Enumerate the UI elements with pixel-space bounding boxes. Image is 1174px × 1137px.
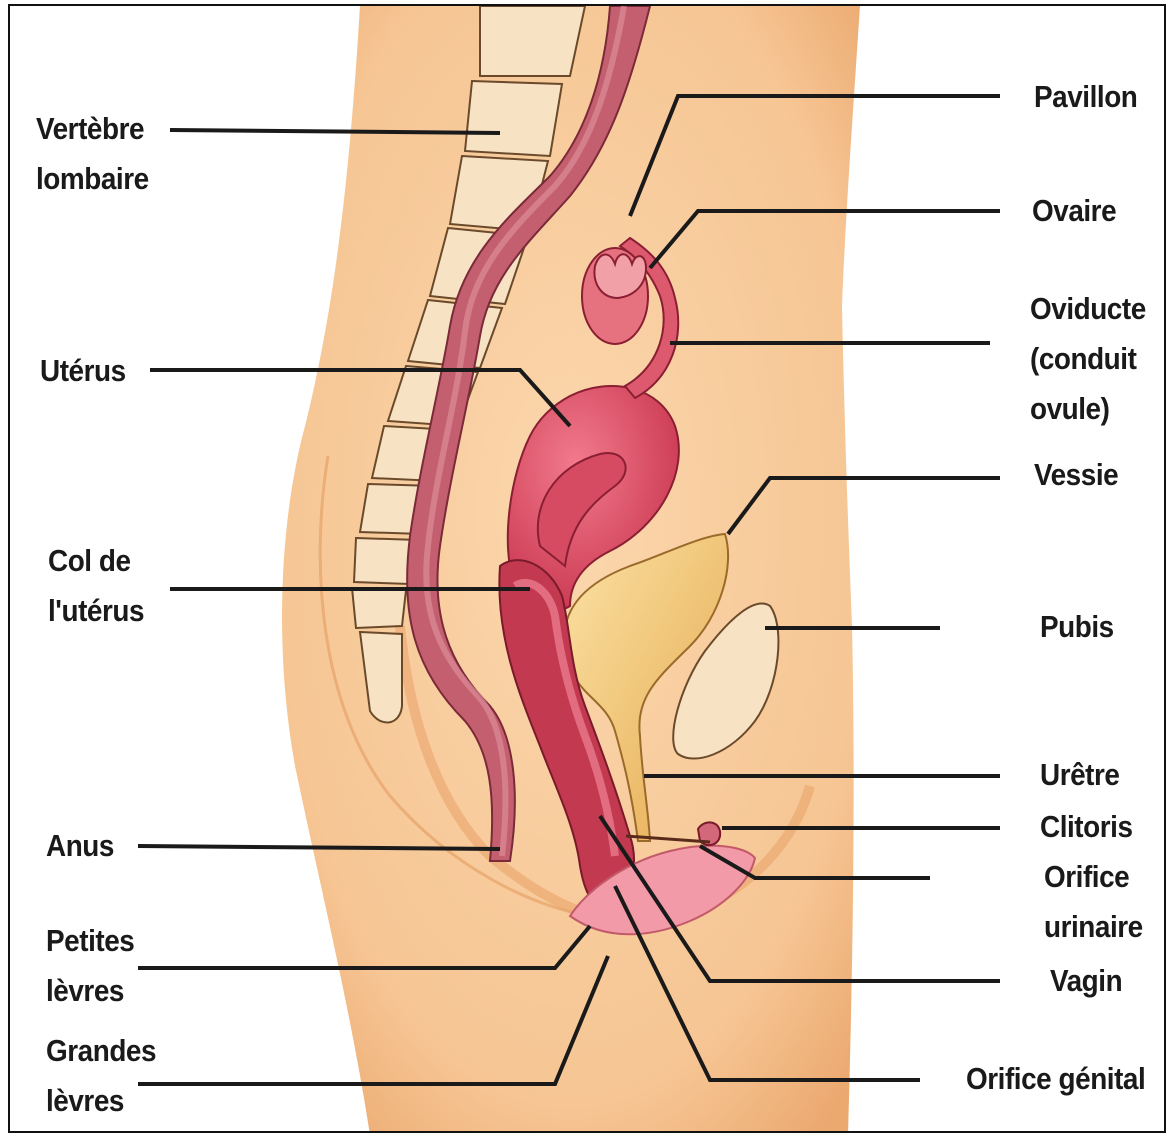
label-uterus: Utérus [40, 346, 126, 396]
anatomy-illustration [10, 6, 1166, 1133]
label-col-uterus: Col de l'utérus [48, 536, 144, 636]
label-oviducte: Oviducte (conduit ovule) [1030, 284, 1146, 434]
label-grandes-levres: Grandes lèvres [46, 1026, 156, 1126]
label-vertebre-lombaire: Vertèbre lombaire [36, 104, 149, 204]
label-vessie: Vessie [1034, 450, 1118, 500]
label-vagin: Vagin [1050, 956, 1122, 1006]
label-petites-levres: Petites lèvres [46, 916, 134, 1016]
label-pavillon: Pavillon [1034, 72, 1137, 122]
label-ovaire: Ovaire [1032, 186, 1116, 236]
label-orifice-genital: Orifice génital [966, 1054, 1145, 1104]
label-clitoris: Clitoris [1040, 802, 1133, 852]
label-anus: Anus [46, 821, 114, 871]
label-uretre: Urêtre [1040, 750, 1119, 800]
label-pubis: Pubis [1040, 602, 1114, 652]
label-orifice-urinaire: Orifice urinaire [1044, 852, 1143, 952]
diagram-frame: Vertèbre lombaire Utérus Col de l'utérus… [8, 4, 1166, 1133]
